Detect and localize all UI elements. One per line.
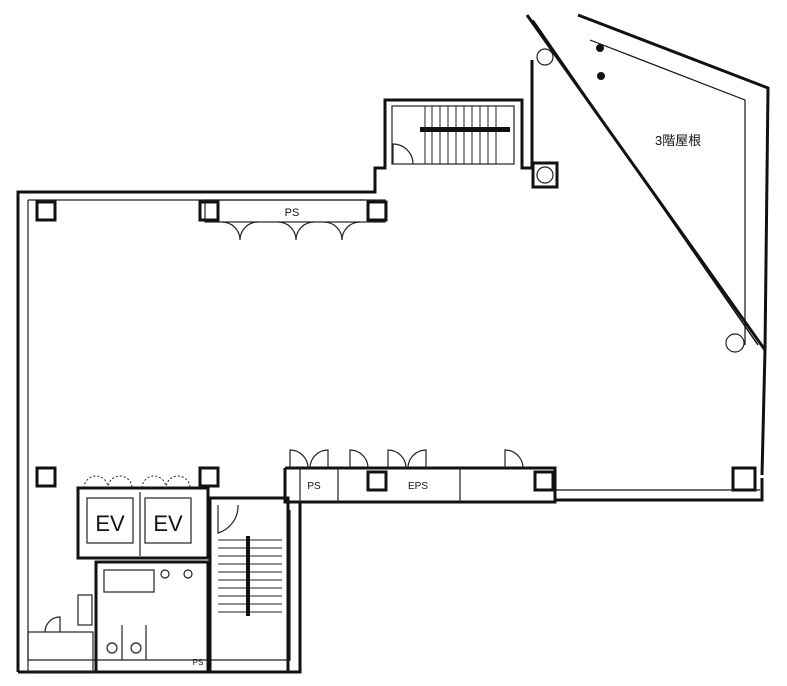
stair-top [391,105,515,165]
stair-bottom [208,496,290,674]
ps-label: PS [285,207,300,219]
eps-label: EPS [408,481,428,492]
ps-shaft-top: PS [204,199,386,241]
ev-label: EV [153,511,183,536]
ev-label: EV [95,511,125,536]
elevators: EV EV [76,475,210,560]
exterior-walls [16,13,770,674]
core-shafts: PS EPS [289,449,524,502]
ps-label: PS [307,481,321,492]
toilets: PS [27,560,210,674]
ps-small-label: PS [193,658,204,667]
columns [35,44,757,492]
roof-label: 3階屋根 [655,133,701,148]
